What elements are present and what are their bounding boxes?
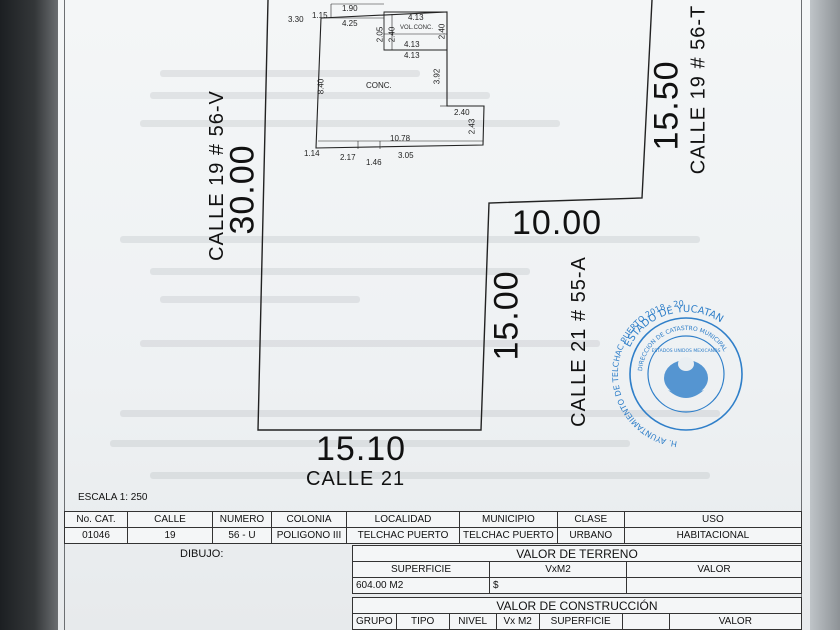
header-cell: CLASE [556, 511, 625, 528]
header-cell: COLONIA [271, 511, 347, 528]
header-cell: SUPERFICIE [538, 613, 623, 630]
value-cell: 01046 [64, 527, 128, 544]
dim-label: 4.13 [408, 13, 424, 22]
header-cell: VALOR [626, 561, 802, 578]
value-cell: TELCHAC PUERTO [346, 527, 460, 544]
header-cell: USO [623, 511, 803, 528]
header-cell: VxM2 [489, 561, 627, 578]
header-cell: GRUPO [352, 613, 397, 630]
table-header-row: No. CAT. CALLE NUMERO COLONIA LOCALIDAD … [64, 511, 803, 528]
header-cell: NIVEL [448, 613, 497, 630]
header-cell: LOCALIDAD [346, 511, 460, 528]
eagle-emblem-icon [664, 357, 708, 398]
street-right: CALLE 19 # 56-T [687, 4, 710, 175]
frontage-top-right: 15.50 [647, 60, 686, 151]
value-cell: POLIGONO III [271, 527, 347, 544]
lot-boundary [257, 0, 653, 431]
value-cell: URBANO [556, 527, 625, 544]
bleed-through-line [150, 268, 530, 275]
construction-value-title: VALOR DE CONSTRUCCIÓN [352, 597, 802, 614]
bleed-through-line [140, 340, 600, 347]
land-value-table: VALOR DE TERRENO SUPERFICIE VxM2 VALOR 6… [352, 545, 802, 594]
dim-label: 4.13 [404, 40, 420, 49]
land-price-value: $ [489, 577, 627, 594]
dim-label: 3.05 [398, 151, 414, 160]
bleed-through-line [160, 70, 420, 77]
value-cell: TELCHAC PUERTO [459, 527, 558, 544]
header-cell: MUNICIPIO [459, 511, 558, 528]
street-left: CALLE 19 # 56-V [205, 90, 228, 261]
land-total-value [626, 577, 802, 594]
bleed-through-line [150, 92, 490, 99]
table-row: 01046 19 56 - U POLIGONO III TELCHAC PUE… [64, 527, 803, 544]
dim-label: 3.30 [288, 15, 304, 24]
street-bottom: CALLE 21 [306, 468, 406, 490]
dim-label: 4.25 [342, 19, 358, 28]
dim-label: 2.40 [454, 108, 470, 117]
dim-label: 1.46 [366, 158, 382, 167]
document-frame [64, 0, 802, 630]
vol-conc-block [383, 11, 448, 51]
building-outline [315, 11, 485, 149]
header-cell: VALOR [668, 613, 803, 630]
building-label-vol: VOL.CONC. [400, 25, 434, 31]
dim-label: 2.40 [437, 23, 447, 40]
dim-label: 2.43 [467, 118, 477, 135]
header-cell: Vx M2 [495, 613, 540, 630]
dim-label: 3.92 [432, 68, 442, 85]
dim-label: 2.17 [340, 153, 356, 162]
bleed-through-line [160, 296, 360, 303]
header-cell [621, 613, 670, 630]
frontage-bottom: 15.10 [316, 430, 407, 468]
scanner-shadow-right [810, 0, 840, 630]
bleed-through-line [120, 410, 720, 417]
header-cell: TIPO [395, 613, 450, 630]
dim-label: 8.40 [316, 78, 326, 95]
dim-label: 1.15 [312, 11, 328, 20]
frontage-inner-vertical: 15.00 [487, 270, 526, 361]
frontage-inner-top: 10.00 [512, 204, 603, 242]
value-cell: 19 [127, 527, 213, 544]
bleed-through-line [110, 440, 630, 447]
value-cell: HABITACIONAL [623, 527, 803, 544]
header-cell: NUMERO [212, 511, 272, 528]
dim-label: 1.14 [304, 149, 320, 158]
building-label-conc: CONC. [366, 81, 392, 90]
dim-label: 2.40 [387, 26, 397, 43]
seal-center-text: ESTADOS UNIDOS MEXICANOS [652, 348, 721, 354]
land-area-value: 604.00 M2 [352, 577, 490, 594]
catastro-seal: ESTADO DE YUCATAN H. AYUNTAMIENTO DE TEL… [606, 294, 743, 448]
dim-label: 2.05 [375, 26, 385, 43]
street-inner: CALLE 21 # 55-A [567, 256, 590, 427]
header-cell: SUPERFICIE [352, 561, 490, 578]
scanner-shadow-left [0, 0, 58, 630]
construction-value-table: VALOR DE CONSTRUCCIÓN GRUPO TIPO NIVEL V… [352, 597, 803, 630]
scale-label: ESCALA 1: 250 [78, 492, 148, 503]
bleed-through-line [120, 236, 700, 243]
header-cell: CALLE [127, 511, 213, 528]
dim-label: 4.13 [404, 51, 420, 60]
dim-label: 10.78 [390, 134, 411, 143]
bleed-through-line [140, 120, 560, 127]
bleed-through-line [150, 472, 710, 479]
dim-label: 1.90 [342, 4, 358, 13]
value-cell: 56 - U [212, 527, 272, 544]
cadastral-info-table: No. CAT. CALLE NUMERO COLONIA LOCALIDAD … [64, 511, 803, 544]
land-value-title: VALOR DE TERRENO [352, 545, 802, 562]
dibujo-label: DIBUJO: [180, 548, 224, 560]
frontage-left: 30.00 [223, 144, 262, 235]
header-cell: No. CAT. [64, 511, 128, 528]
